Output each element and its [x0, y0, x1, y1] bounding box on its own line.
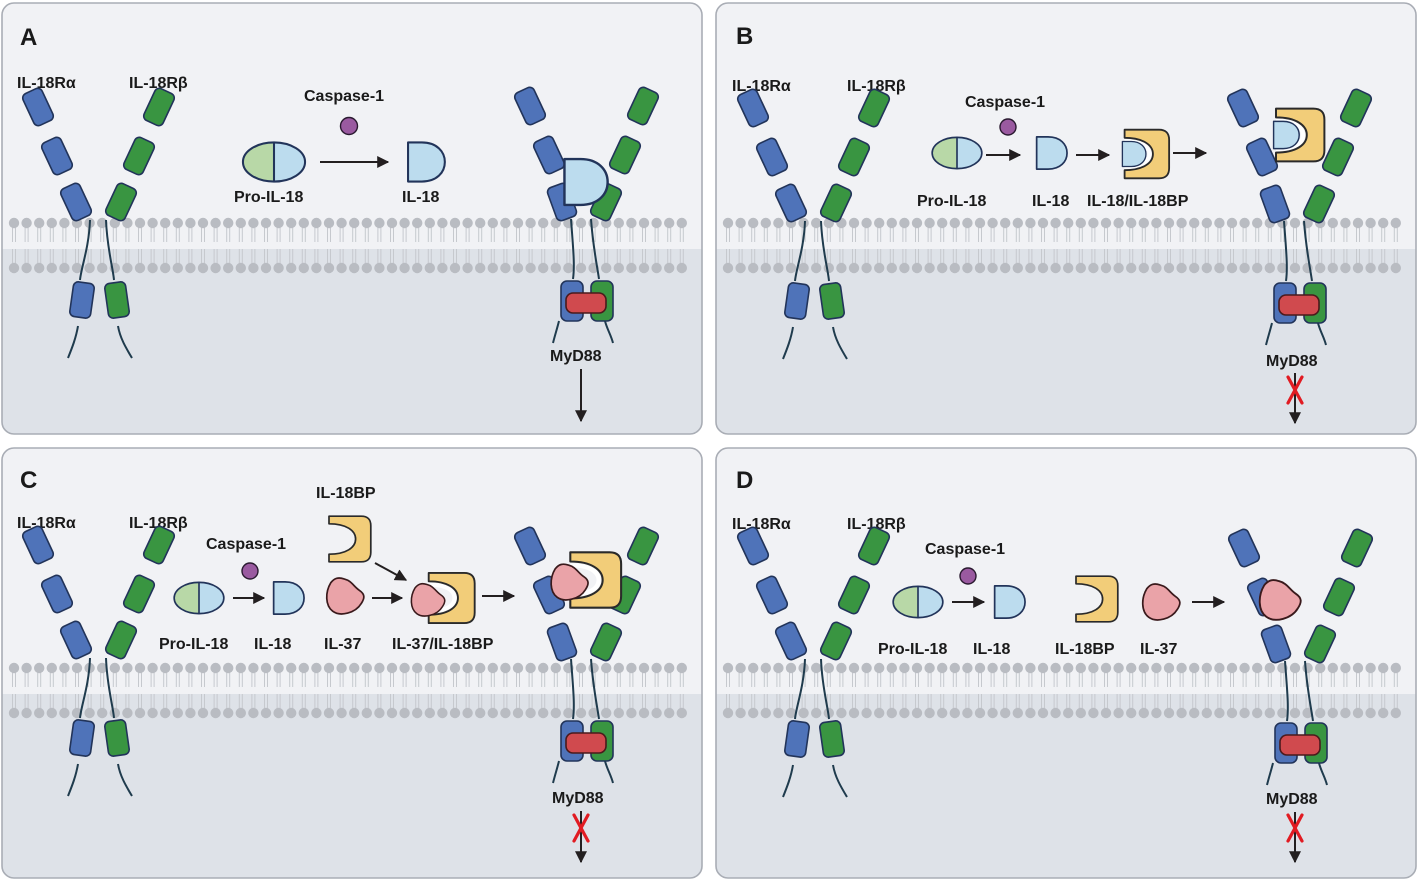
il18-label: IL-18 — [254, 636, 291, 653]
il18bp-arrow — [374, 562, 408, 581]
receptor-bound — [1226, 88, 1373, 346]
il18-label: IL-18 — [402, 189, 439, 206]
il18bp-label: IL-18BP — [1055, 641, 1115, 658]
receptor-alpha-label: IL-18Rα — [732, 78, 791, 95]
cell-membrane — [722, 217, 1401, 274]
receptor-alpha-label: IL-18Rα — [17, 515, 76, 532]
il18bp-shape — [1075, 575, 1119, 623]
receptor-beta-label: IL-18Rβ — [847, 78, 906, 95]
panel-letter: B — [736, 23, 753, 50]
panel-a: A IL-18Rα IL-18Rβ Caspase-1 Pro-IL-18 IL… — [1, 2, 703, 435]
receptor-beta-label: IL-18Rβ — [129, 75, 188, 92]
blocked-x — [1286, 375, 1304, 405]
pro-il18-label: Pro-IL-18 — [878, 641, 947, 658]
pro-il18-label: Pro-IL-18 — [917, 193, 986, 210]
blocked-x — [1286, 813, 1304, 843]
il18-bound-shape — [563, 157, 609, 207]
caspase-1-dot — [339, 116, 359, 136]
il37-shape — [325, 577, 365, 615]
panel-letter: D — [736, 467, 753, 494]
pro-il18-shape — [173, 581, 225, 615]
il18-label: IL-18 — [1032, 193, 1069, 210]
myd88-label: MyD88 — [552, 790, 604, 807]
il37-shape — [1141, 583, 1181, 621]
il18bp-label: IL-18BP — [316, 485, 376, 502]
il18-shape — [272, 580, 305, 616]
caspase-1-dot — [999, 118, 1017, 136]
receptor-alpha-label: IL-18Rα — [732, 516, 791, 533]
cell-membrane — [8, 662, 687, 719]
il37-label: IL-37 — [324, 636, 361, 653]
receptor-bound — [513, 86, 660, 344]
cytoplasm-region — [2, 249, 702, 434]
receptor-free — [736, 526, 891, 798]
caspase-label: Caspase-1 — [965, 94, 1045, 111]
blocked-x — [572, 813, 590, 843]
cytoplasm-region — [2, 694, 702, 878]
complex-near-receptor — [550, 551, 623, 609]
caspase-label: Caspase-1 — [206, 536, 286, 553]
pro-il18-shape — [931, 136, 983, 170]
complex-label: IL-18/IL-18BP — [1087, 193, 1189, 210]
pro-il18-label: Pro-IL-18 — [159, 636, 228, 653]
complex-shape — [1121, 128, 1171, 180]
receptor-alpha-label: IL-18Rα — [17, 75, 76, 92]
panel-c: C IL-18Rα IL-18Rβ Caspase-1 Pro-IL-18 IL… — [1, 447, 703, 879]
caspase-label: Caspase-1 — [925, 541, 1005, 558]
receptor-free — [21, 525, 176, 797]
receptor-beta-label: IL-18Rβ — [847, 516, 906, 533]
il18bp-shape — [328, 515, 372, 563]
il37-bound-shape — [1258, 579, 1302, 621]
cell-membrane — [8, 217, 687, 274]
pro-il18-shape — [241, 141, 307, 183]
caspase-label: Caspase-1 — [304, 88, 384, 105]
receptor-free — [736, 88, 891, 360]
receptor-bound — [1227, 528, 1374, 786]
panel-d: D IL-18Rα IL-18Rβ Caspase-1 Pro-IL-18 IL… — [715, 447, 1417, 879]
il18-label: IL-18 — [973, 641, 1010, 658]
caspase-1-dot — [959, 567, 977, 585]
il18-shape — [1035, 135, 1068, 171]
panel-letter: C — [20, 467, 37, 494]
il37-label: IL-37 — [1140, 641, 1177, 658]
pro-il18-label: Pro-IL-18 — [234, 189, 303, 206]
myd88-label: MyD88 — [1266, 791, 1318, 808]
receptor-beta-label: IL-18Rβ — [129, 515, 188, 532]
cytoplasm-region — [716, 249, 1416, 434]
cytoplasm-region — [716, 694, 1416, 878]
pro-il18-shape — [892, 585, 944, 619]
myd88-label: MyD88 — [550, 348, 602, 365]
complex-shape — [410, 571, 476, 625]
receptor-bound — [513, 526, 660, 784]
cell-membrane — [722, 662, 1401, 719]
il18-shape — [407, 141, 446, 183]
complex-label: IL-37/IL-18BP — [392, 636, 494, 653]
receptor-free — [21, 87, 176, 359]
il18-shape — [993, 584, 1026, 620]
myd88-label: MyD88 — [1266, 353, 1318, 370]
panel-b: B IL-18Rα IL-18Rβ Caspase-1 Pro-IL-18 IL… — [715, 2, 1417, 435]
caspase-1-dot — [241, 562, 259, 580]
panel-letter: A — [20, 24, 37, 51]
complex-near-receptor — [1272, 107, 1326, 163]
